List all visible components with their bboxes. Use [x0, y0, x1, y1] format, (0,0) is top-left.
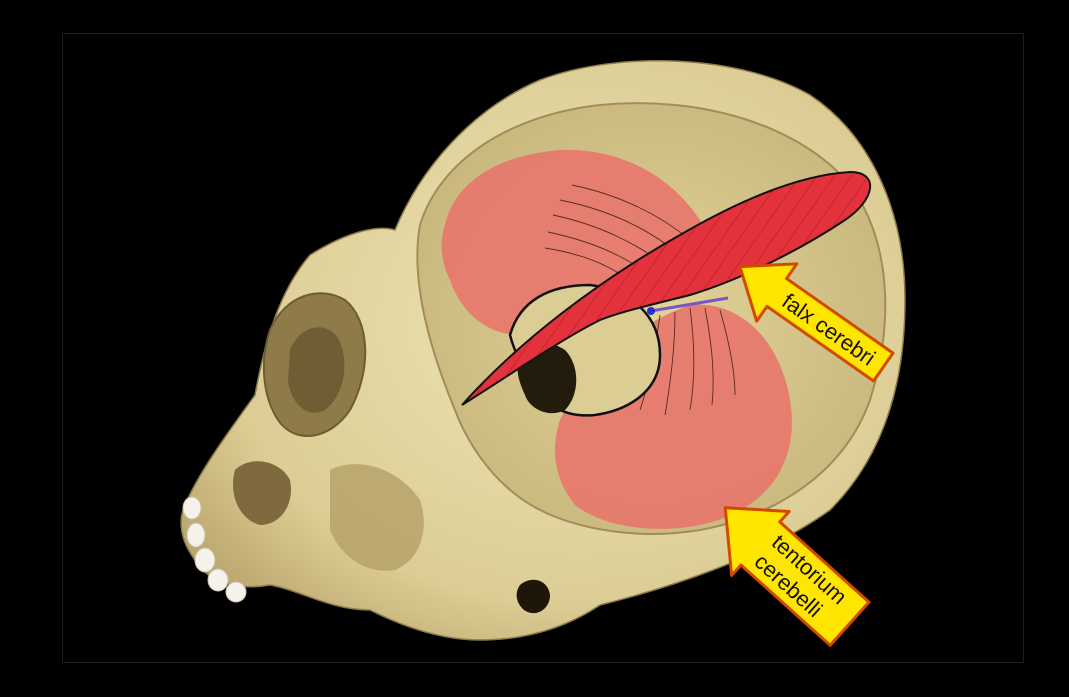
straight-sinus	[650, 296, 729, 313]
image-frame	[62, 33, 1024, 663]
maxilla-shadow	[330, 464, 424, 571]
nasal-cavity	[232, 461, 291, 525]
orbit-inner	[288, 327, 345, 413]
sinus-point	[647, 307, 655, 315]
foramen-dark	[516, 579, 550, 614]
arrow-left-icon	[738, 262, 895, 383]
falx-hatching	[462, 172, 871, 405]
teeth	[182, 496, 247, 603]
arrow-up-left-icon	[723, 506, 871, 647]
